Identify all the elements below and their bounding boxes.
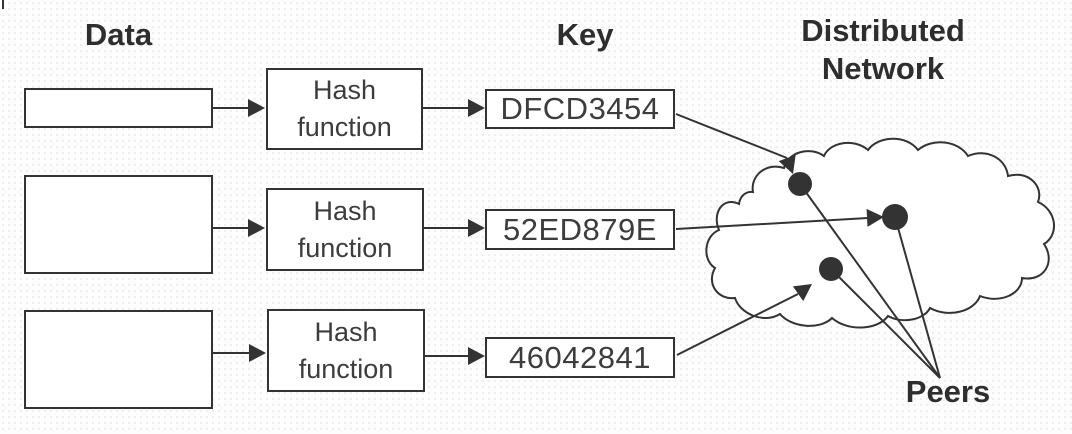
arrowhead-icon	[249, 344, 266, 362]
peer-node-dot	[788, 172, 812, 196]
arrow-key1-to-peer	[675, 113, 788, 159]
peers-label: Peers	[905, 374, 991, 409]
hash-function-box-2: Hash function	[266, 188, 424, 271]
arrow-key2-to-peer	[675, 217, 869, 230]
arrowhead-icon	[468, 347, 485, 365]
arrowhead-icon	[248, 219, 265, 237]
arrowhead-icon	[468, 219, 485, 237]
arrowhead-icon	[866, 208, 884, 227]
peers-pointer-line-2	[894, 216, 941, 379]
hash-function-box-1: Hash function	[266, 68, 423, 150]
peer-node-dot	[819, 257, 843, 281]
arrowhead-icon	[248, 99, 265, 117]
network-title: Distributed Network	[801, 13, 965, 86]
data-item-box-1	[24, 88, 213, 128]
network-cloud-icon	[705, 137, 1055, 329]
key-value-box-1: DFCD3454	[485, 89, 675, 129]
hash-function-box-3: Hash function	[267, 309, 425, 392]
arrowhead-icon	[792, 284, 812, 302]
arrowhead-icon	[778, 154, 796, 174]
key-column-title: Key	[556, 17, 614, 52]
key-value-box-3: 46042841	[485, 337, 675, 378]
key-value-box-2: 52ED879E	[485, 209, 675, 250]
arrow-key3-to-peer	[676, 293, 799, 356]
peers-pointer-line-1	[799, 183, 941, 379]
peers-pointer-line-3	[830, 268, 941, 379]
data-column-title: Data	[84, 17, 153, 52]
arrowhead-icon	[468, 99, 485, 117]
peer-node-dot	[882, 204, 908, 230]
data-item-box-2	[24, 175, 213, 274]
data-item-box-3	[24, 310, 213, 409]
